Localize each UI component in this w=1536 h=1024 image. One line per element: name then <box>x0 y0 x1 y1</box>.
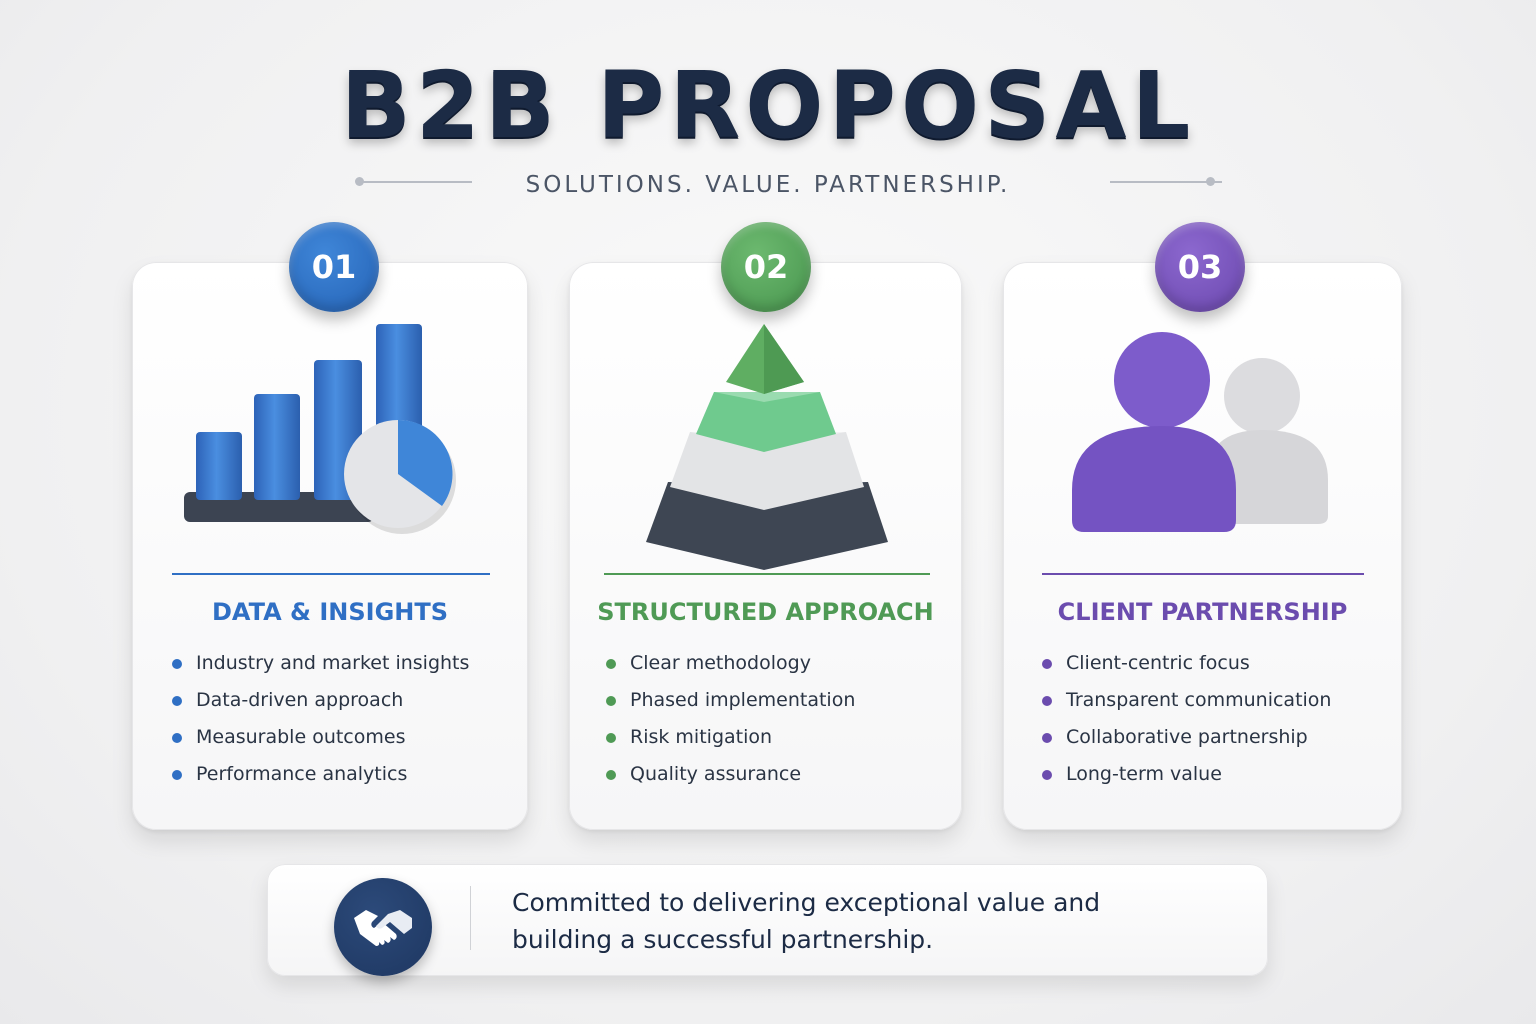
page-title: B2B PROPOSAL <box>340 52 1196 159</box>
list-item: Transparent communication <box>1042 685 1331 722</box>
list-item: Industry and market insights <box>172 648 469 685</box>
list-item: Data-driven approach <box>172 685 469 722</box>
footer-line: Committed to delivering exceptional valu… <box>512 888 1101 917</box>
subtitle-line-left <box>360 181 472 183</box>
footer-message: Committed to delivering exceptional valu… <box>512 884 1192 958</box>
handshake-badge <box>334 878 432 976</box>
card-number-badge: 02 <box>721 222 811 312</box>
card-divider <box>172 573 490 575</box>
list-item: Phased implementation <box>606 685 855 722</box>
layered-pyramid-icon <box>646 324 888 570</box>
list-item: Collaborative partnership <box>1042 722 1331 759</box>
list-item: Measurable outcomes <box>172 722 469 759</box>
subtitle-row: SOLUTIONS. VALUE. PARTNERSHIP. <box>0 170 1536 202</box>
list-item: Risk mitigation <box>606 722 855 759</box>
list-item: Quality assurance <box>606 759 855 796</box>
card-divider <box>1042 573 1364 575</box>
card-title: CLIENT PARTNERSHIP <box>1057 598 1348 626</box>
handshake-icon <box>354 910 412 946</box>
subtitle-dot <box>355 177 364 186</box>
page-subtitle: SOLUTIONS. VALUE. PARTNERSHIP. <box>525 172 1011 198</box>
card-data-insights <box>132 262 528 830</box>
two-people-icon <box>1072 332 1328 532</box>
footer-banner: Committed to delivering exceptional valu… <box>267 864 1268 976</box>
card-number-badge: 03 <box>1155 222 1245 312</box>
card-title: DATA & INSIGHTS <box>211 598 449 626</box>
card-feature-list: Clear methodology Phased implementation … <box>606 648 855 796</box>
card-feature-list: Client-centric focus Transparent communi… <box>1042 648 1331 796</box>
list-item: Long-term value <box>1042 759 1331 796</box>
subtitle-dot <box>1206 177 1215 186</box>
subtitle-line-right <box>1110 181 1222 183</box>
list-item: Performance analytics <box>172 759 469 796</box>
list-item: Client-centric focus <box>1042 648 1331 685</box>
card-divider <box>604 573 930 575</box>
card-feature-list: Industry and market insights Data-driven… <box>172 648 469 796</box>
footer-separator <box>470 886 471 950</box>
footer-line: building a successful partnership. <box>512 925 934 954</box>
bar-chart-pie-icon <box>184 324 456 534</box>
card-title: STRUCTURED APPROACH <box>597 598 934 626</box>
card-number-badge: 01 <box>289 222 379 312</box>
list-item: Clear methodology <box>606 648 855 685</box>
